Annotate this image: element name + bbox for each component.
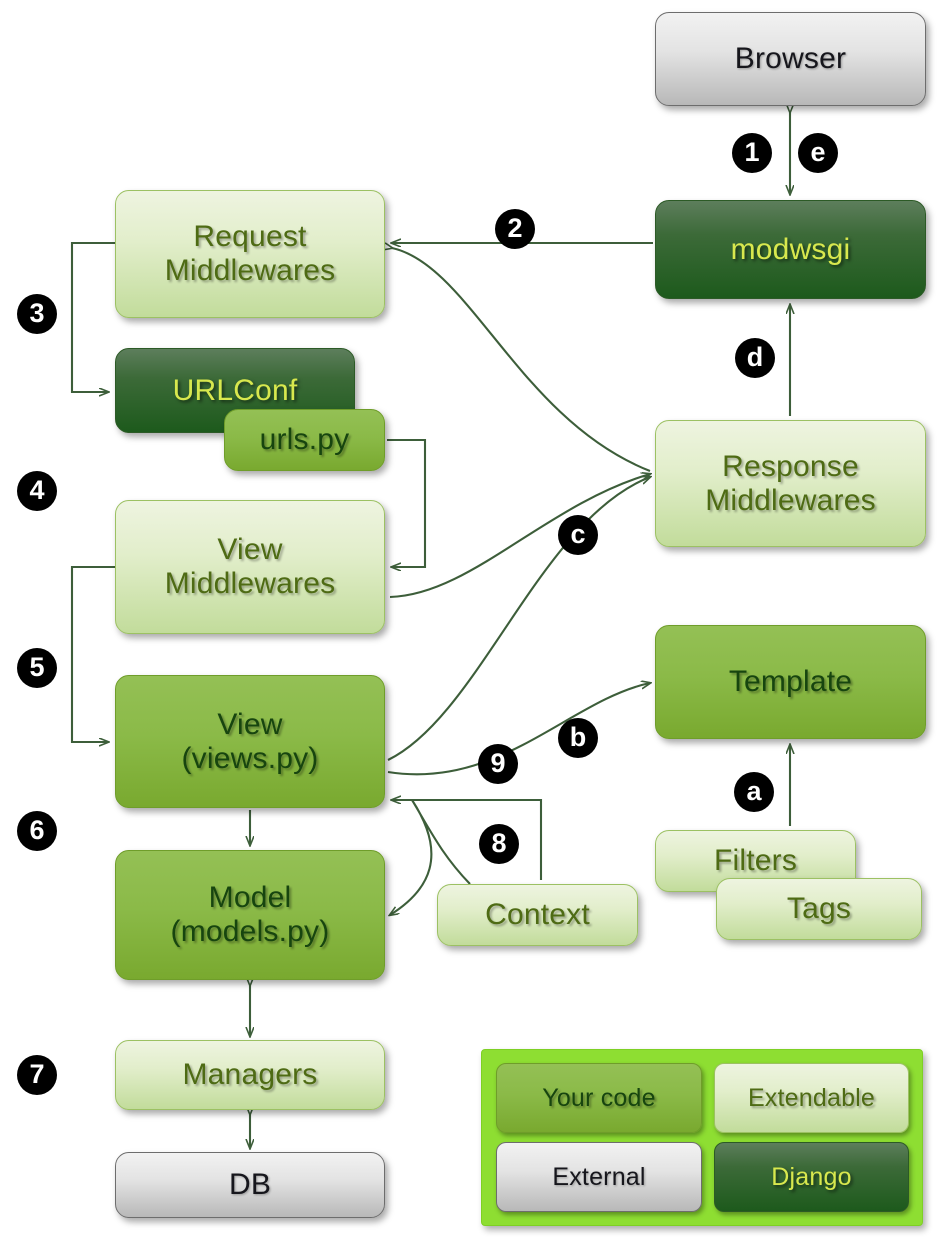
step-badge-c: c <box>558 515 598 555</box>
node-label: DB <box>228 1168 272 1202</box>
node-external: External <box>496 1142 702 1212</box>
node-label: Extendable <box>747 1084 876 1112</box>
node-label: URLConf <box>172 373 298 407</box>
node-context: Context <box>437 884 638 946</box>
node-label: External <box>552 1163 646 1191</box>
step-badge-5: 5 <box>17 648 57 688</box>
node-modwsgi: modwsgi <box>655 200 926 299</box>
node-template: Template <box>655 625 926 739</box>
step-badge-6: 6 <box>17 811 57 851</box>
node-django: Django <box>714 1142 909 1212</box>
node-your-code: Your code <box>496 1063 702 1133</box>
node-label: View(views.py) <box>181 707 319 775</box>
node-label: modwsgi <box>730 232 851 266</box>
node-label: Browser <box>734 42 847 76</box>
node-managers: Managers <box>115 1040 385 1110</box>
step-badge-1: 1 <box>732 133 772 173</box>
step-badge-4: 4 <box>17 471 57 511</box>
node-label: Managers <box>182 1058 318 1092</box>
node-label: Template <box>728 665 853 699</box>
node-extendable: Extendable <box>714 1063 909 1133</box>
node-model: Model(models.py) <box>115 850 385 980</box>
step-badge-e: e <box>798 133 838 173</box>
node-label: Model(models.py) <box>170 881 330 948</box>
step-badge-9: 9 <box>478 744 518 784</box>
node-label: urls.py <box>259 423 350 457</box>
node-view: View(views.py) <box>115 675 385 808</box>
node-urlspy: urls.py <box>224 409 385 471</box>
step-badge-a: a <box>734 772 774 812</box>
node-browser: Browser <box>655 12 926 106</box>
node-label: Filters <box>713 844 798 878</box>
node-label: Context <box>485 898 590 932</box>
step-badge-8: 8 <box>479 824 519 864</box>
step-badge-7: 7 <box>17 1055 57 1095</box>
step-badge-3: 3 <box>17 294 57 334</box>
node-label: Django <box>771 1163 852 1191</box>
node-label: Your code <box>542 1084 656 1112</box>
node-tags: Tags <box>716 878 922 940</box>
node-label: Tags <box>786 892 852 926</box>
node-db: DB <box>115 1152 385 1218</box>
step-badge-2: 2 <box>495 209 535 249</box>
step-badge-d: d <box>735 338 775 378</box>
step-badge-b: b <box>558 718 598 758</box>
